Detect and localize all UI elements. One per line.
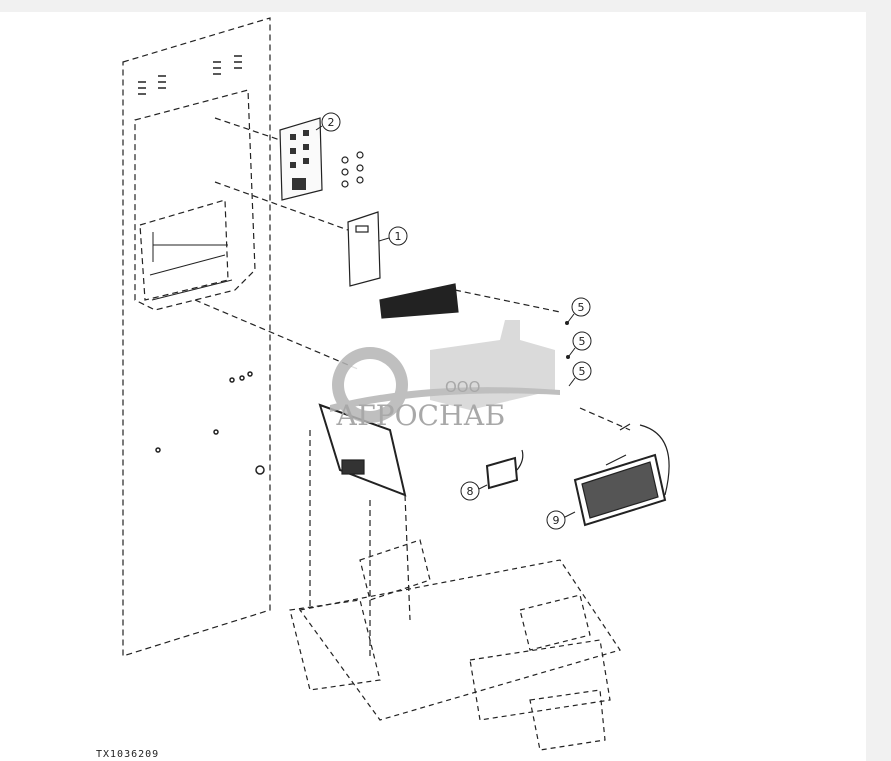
figure-id: TX1036209 [96,749,160,760]
callout-5c: 5 [568,361,592,387]
leader-lines [194,117,631,660]
watermark-prefix: ООО [445,378,480,396]
callout-9-label: 9 [553,514,560,527]
cover-plate [347,211,381,287]
callout-5b: 5 [566,331,592,359]
callout-5c-label: 5 [579,365,586,378]
callout-5b-label: 5 [579,335,586,348]
switch-module [279,117,364,201]
callout-1: 1 [378,226,408,246]
watermark-logo [330,320,560,423]
callout-9: 9 [546,510,576,530]
parts-diagram: 2 1 5 5 5 8 9 ООО АГРОСНАБ [122,17,670,751]
side-panel [122,17,271,657]
watermark-brand: АГРОСНАБ [336,399,505,432]
callout-2-label: 2 [328,116,335,129]
watermark-text: ООО АГРОСНАБ [336,378,505,432]
seat-assembly [289,539,621,751]
callout-1-label: 1 [395,230,402,243]
callout-8: 8 [460,481,488,501]
keypad [573,423,670,527]
panel-vents [138,55,265,475]
small-monitor [485,449,524,490]
diagram-sheet: 2 1 5 5 5 8 9 ООО АГРОСНАБ TX1036209 [0,12,866,761]
callout-5a-label: 5 [578,301,585,314]
display-unit [318,283,459,497]
callout-5a: 5 [565,297,591,325]
callouts: 2 1 5 5 5 8 9 [315,112,592,530]
callout-8-label: 8 [467,485,474,498]
callout-2: 2 [315,112,341,132]
